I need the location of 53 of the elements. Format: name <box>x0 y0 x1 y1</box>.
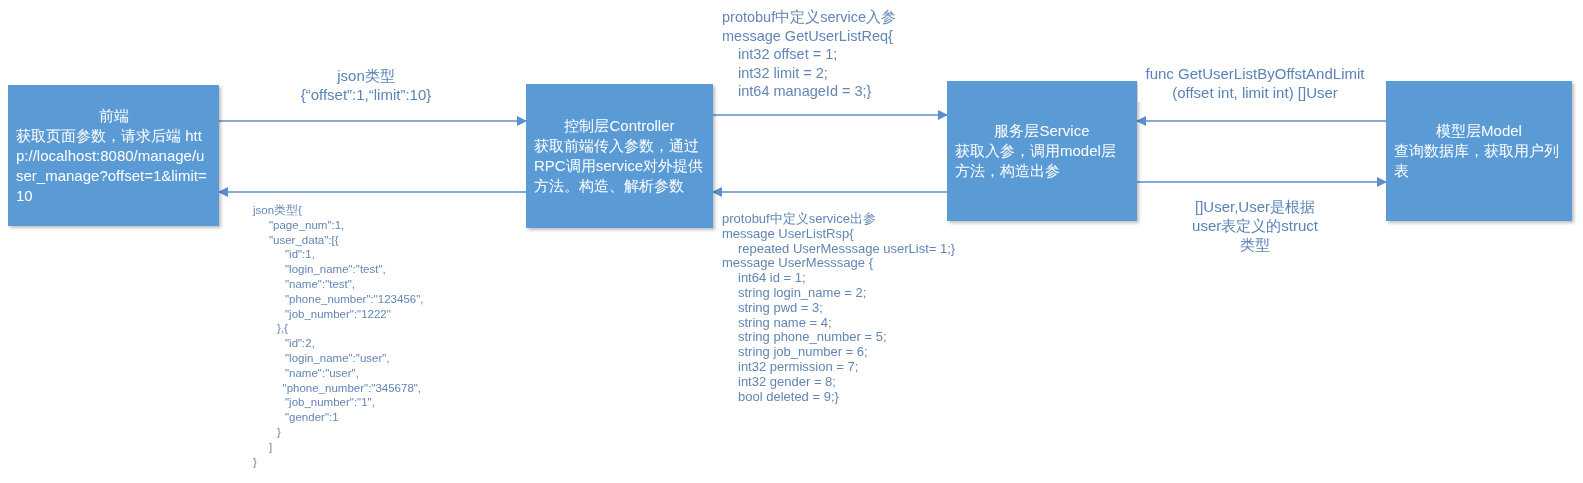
arrow <box>1136 177 1387 187</box>
arrow <box>218 116 527 126</box>
code-text: "id":2, <box>285 336 315 351</box>
process-box <box>8 85 219 226</box>
box-title: 前端 <box>97 105 130 126</box>
code-text: "login_name":"user", <box>285 351 390 366</box>
code-text: int32 limit = 2; <box>738 63 828 82</box>
code-text: "name":"user", <box>285 365 359 381</box>
code-text: string login_name = 2; <box>738 286 867 301</box>
process-box <box>526 84 713 228</box>
code-text: message UserListRsp{ <box>722 226 854 242</box>
code-text: "phone_number":"123456", <box>285 291 424 307</box>
code-text: json类型{ <box>253 203 302 218</box>
box-description: 获取入参，调用model层方法，构造出参 <box>955 141 1117 181</box>
code-text: ] <box>269 439 273 455</box>
box-title: 服务层Service <box>993 121 1091 141</box>
arrow <box>218 187 527 197</box>
code-text: string phone_number = 5; <box>738 330 887 346</box>
code-text: "job_number":"1", <box>285 395 375 411</box>
code-text: string job_number = 6; <box>738 345 868 360</box>
code-text: "name":"test", <box>285 277 356 292</box>
box-description: 查询数据库，获取用户列表 <box>1394 141 1560 181</box>
code-text: "job_number":"1222" <box>285 306 391 322</box>
code-text: int64 manageId = 3;} <box>738 82 872 101</box>
code-text: } <box>253 454 257 470</box>
code-text: "page_num":1, <box>269 217 345 233</box>
box-title: 模型层Model <box>1435 121 1523 141</box>
box-description: 获取前端传入参数，通过RPC调用service对外提供方法。构造、解析参数 <box>534 136 705 196</box>
code-text: "login_name":"test", <box>285 262 386 277</box>
code-text: protobuf中定义service入参 <box>722 8 897 27</box>
code-text: "user_data":[{ <box>269 232 339 248</box>
code-text: int32 gender = 8; <box>738 374 836 390</box>
code-text: "id":1, <box>285 247 315 263</box>
code-text: string pwd = 3; <box>738 300 823 316</box>
code-text: repeated UserMesssage userList= 1;} <box>738 241 956 257</box>
code-text: "gender":1 <box>285 410 339 425</box>
code-text: string name = 4; <box>738 315 832 331</box>
box-title: 控制层Controller <box>563 116 676 136</box>
code-text: int32 offset = 1; <box>738 45 838 64</box>
box-description: 获取页面参数，请求后端 http://localhost:8080/manage/user_manage?offset=1&limit=10 <box>16 125 208 206</box>
code-text: } <box>277 425 281 440</box>
code-text: int32 permission = 7; <box>738 360 859 375</box>
code-text: bool deleted = 9;} <box>738 389 839 405</box>
arrow <box>712 187 948 197</box>
arrow <box>1136 116 1387 126</box>
code-text: message GetUserListReq{ <box>722 26 893 45</box>
process-box <box>947 81 1137 221</box>
code-text: int64 id = 1; <box>738 271 806 286</box>
code-text: message UserMesssage { <box>722 256 873 272</box>
process-box <box>1386 81 1572 221</box>
code-text: "phone_number":"345678", <box>282 380 422 396</box>
arrow <box>712 110 948 120</box>
code-text: },{ <box>277 321 288 337</box>
